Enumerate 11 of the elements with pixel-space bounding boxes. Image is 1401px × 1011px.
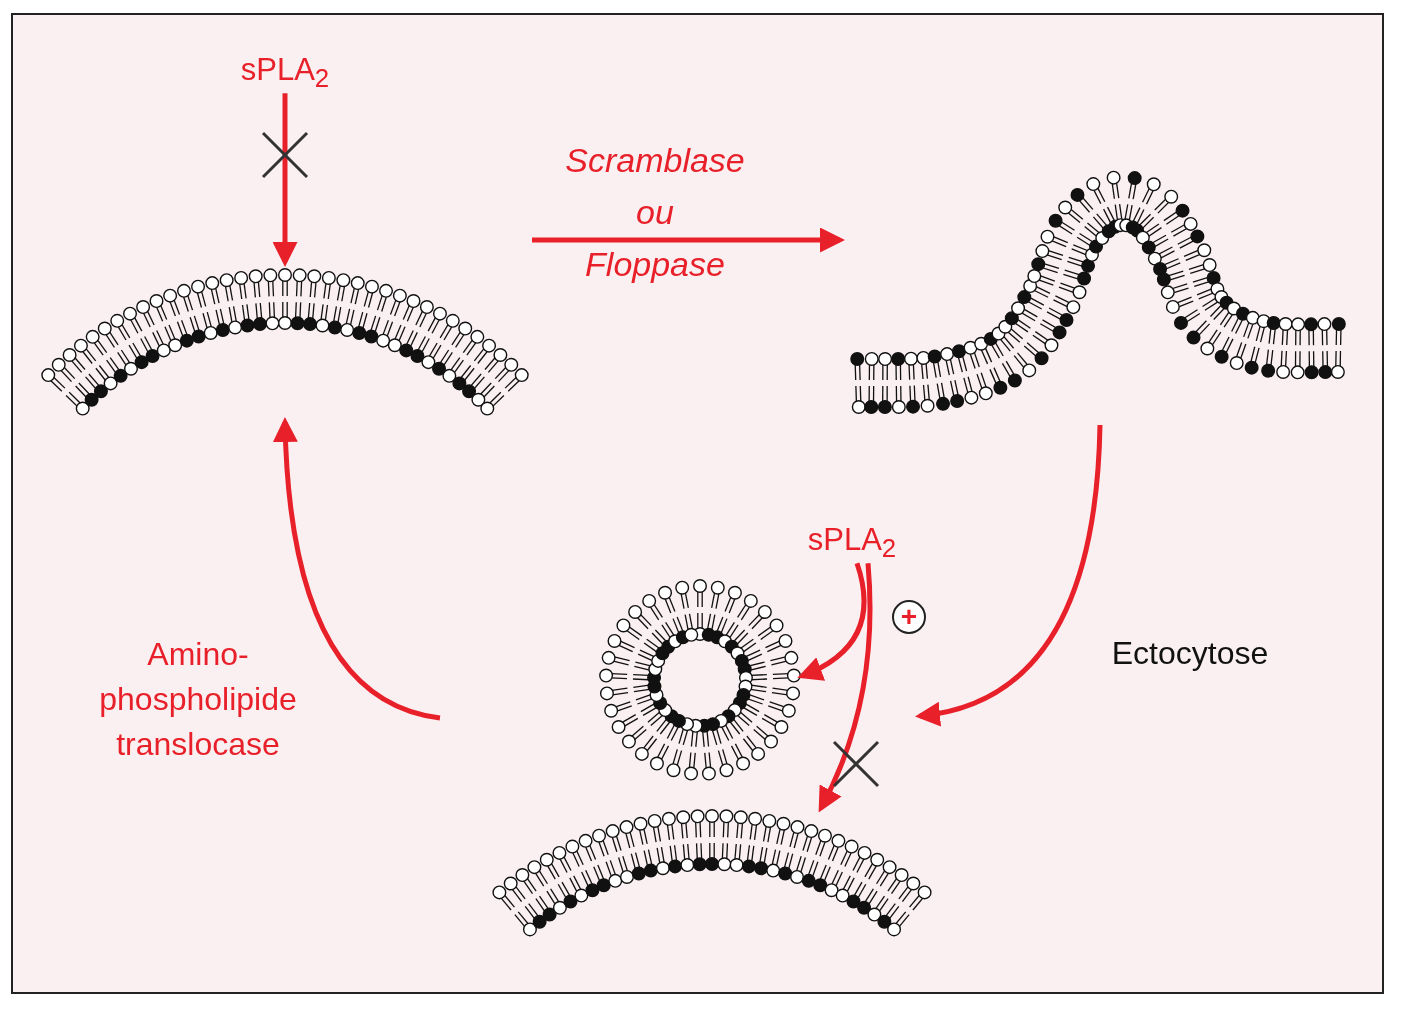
arrow <box>915 424 1103 726</box>
edge-label: Scramblase ou Floppase <box>565 140 745 285</box>
arrow <box>272 93 298 267</box>
arrow <box>818 563 873 813</box>
arrow <box>532 227 845 253</box>
edge-label: Ectocytose <box>1111 634 1269 673</box>
edge-label: Amino-phospholipide translocase <box>99 635 297 764</box>
arrow <box>273 417 441 721</box>
enzyme-label: sPLA$_{2}$ <box>240 52 330 94</box>
arrow <box>797 562 867 680</box>
enzyme-label: sPLA$_{2}$ <box>807 522 897 564</box>
